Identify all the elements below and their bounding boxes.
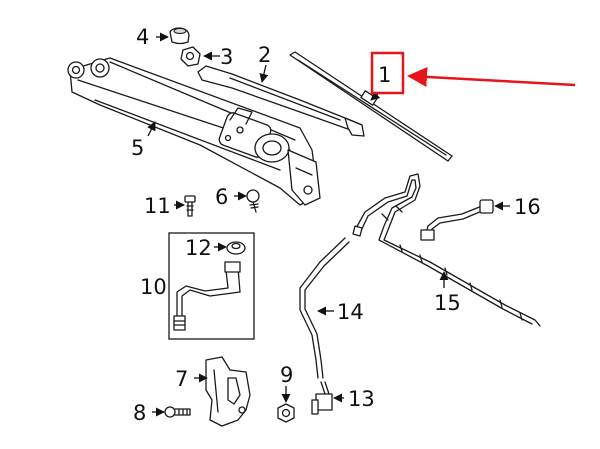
nut-part-3 <box>180 46 201 67</box>
callout-leaders <box>147 32 510 417</box>
washer-reservoir-7 <box>205 356 251 427</box>
callout-2: 2 <box>258 43 271 67</box>
callout-1: 1 <box>378 63 391 87</box>
callout-14: 14 <box>337 300 364 324</box>
bolt-part-6 <box>246 189 260 213</box>
highlight-arrow <box>407 66 576 87</box>
callout-5: 5 <box>131 136 144 160</box>
callout-6: 6 <box>215 185 228 209</box>
callout-11: 11 <box>144 194 171 218</box>
callout-12: 12 <box>185 236 212 260</box>
callout-8: 8 <box>133 401 146 425</box>
callout-10: 10 <box>140 275 167 299</box>
wiper-linkage-assembly <box>67 57 321 206</box>
callout-3: 3 <box>220 45 233 69</box>
callout-4: 4 <box>136 25 149 49</box>
washer-tube-14 <box>299 237 350 379</box>
washer-hose-15 <box>352 173 541 327</box>
nut-part-9 <box>277 403 295 423</box>
callout-15: 15 <box>434 291 461 315</box>
hose-connector-16 <box>420 199 494 241</box>
callout-16: 16 <box>514 195 541 219</box>
bolt-part-8 <box>164 406 191 418</box>
cap-part-4 <box>169 27 190 45</box>
bolt-part-11 <box>184 195 196 217</box>
wiper-arm <box>197 65 365 137</box>
callout-7: 7 <box>175 367 188 391</box>
callout-9: 9 <box>280 363 293 387</box>
highlight-box <box>370 51 405 95</box>
washer-kit-box <box>168 232 255 340</box>
callout-13: 13 <box>348 387 375 411</box>
washer-pump-13 <box>311 381 333 415</box>
wiper-blade <box>289 51 453 162</box>
